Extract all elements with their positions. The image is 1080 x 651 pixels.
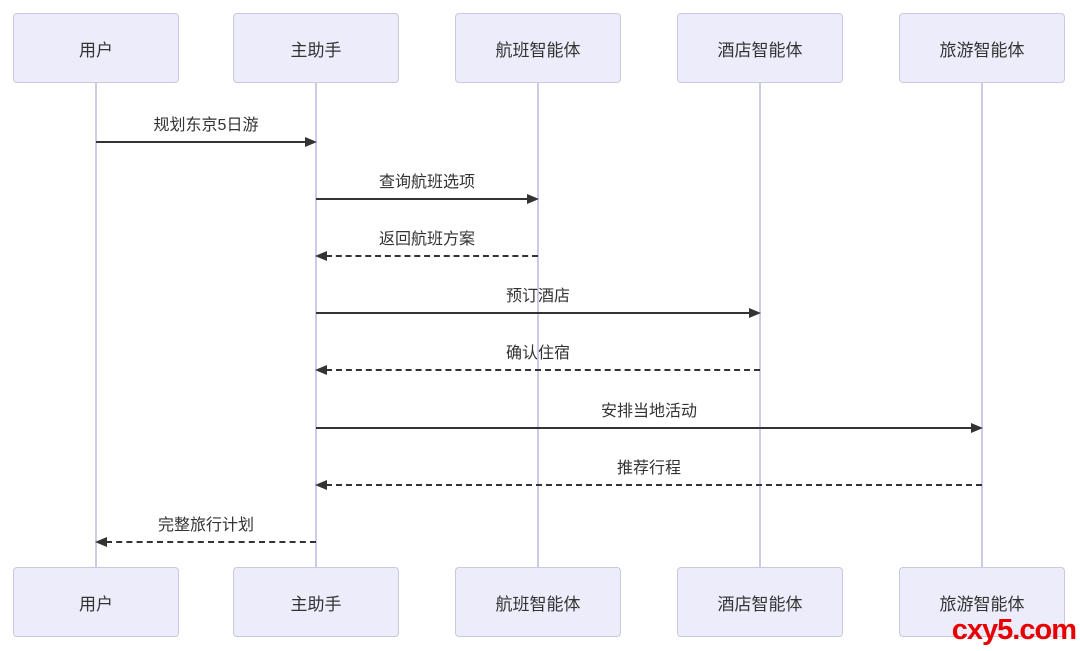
arrowhead-left-icon xyxy=(95,537,107,547)
actor-bottom-user: 用户 xyxy=(13,567,179,637)
message-label: 推荐行程 xyxy=(616,460,681,477)
arrowhead-left-icon xyxy=(315,480,327,490)
message-label: 预订酒店 xyxy=(505,288,570,305)
message-query-flight-options: 查询航班选项 xyxy=(316,170,539,204)
message-label: 安排当地活动 xyxy=(600,403,697,420)
actor-top-hotel-agent: 酒店智能体 xyxy=(677,13,843,83)
message-plan-tokyo-trip: 规划东京5日游 xyxy=(96,113,317,147)
message-line xyxy=(326,255,538,257)
message-line xyxy=(96,141,306,143)
arrowhead-right-icon xyxy=(305,137,317,147)
actor-bottom-flight-agent: 航班智能体 xyxy=(455,567,621,637)
lifeline-user xyxy=(95,83,97,567)
actor-bottom-hotel-agent: 酒店智能体 xyxy=(677,567,843,637)
message-return-flight-plans: 返回航班方案 xyxy=(315,227,538,261)
lifeline-main-assistant xyxy=(315,83,317,567)
message-label: 返回航班方案 xyxy=(378,231,475,248)
lifeline-travel-agent xyxy=(981,83,983,567)
actor-bottom-travel-agent: 旅游智能体 xyxy=(899,567,1065,637)
actor-top-user: 用户 xyxy=(13,13,179,83)
arrowhead-right-icon xyxy=(527,194,539,204)
watermark: cxy5.com xyxy=(951,614,1077,646)
message-line xyxy=(316,427,972,429)
message-confirm-accommodation: 确认住宿 xyxy=(315,341,760,375)
message-arrange-local-activities: 安排当地活动 xyxy=(316,399,983,433)
message-book-hotel: 预订酒店 xyxy=(316,284,761,318)
lifeline-flight-agent xyxy=(537,83,539,567)
actor-top-flight-agent: 航班智能体 xyxy=(455,13,621,83)
message-recommend-itinerary: 推荐行程 xyxy=(315,456,982,490)
message-line xyxy=(316,312,750,314)
message-label: 查询航班选项 xyxy=(378,174,475,191)
message-line xyxy=(326,369,760,371)
message-line xyxy=(326,484,982,486)
message-label: 规划东京5日游 xyxy=(153,117,259,134)
lifeline-hotel-agent xyxy=(759,83,761,567)
message-line xyxy=(106,541,316,543)
arrowhead-right-icon xyxy=(971,423,983,433)
message-label: 确认住宿 xyxy=(505,345,570,362)
actor-top-travel-agent: 旅游智能体 xyxy=(899,13,1065,83)
message-line xyxy=(316,198,528,200)
actor-bottom-main-assistant: 主助手 xyxy=(233,567,399,637)
message-label: 完整旅行计划 xyxy=(157,517,254,534)
message-complete-travel-plan: 完整旅行计划 xyxy=(95,513,316,547)
actor-top-main-assistant: 主助手 xyxy=(233,13,399,83)
arrowhead-left-icon xyxy=(315,365,327,375)
arrowhead-left-icon xyxy=(315,251,327,261)
arrowhead-right-icon xyxy=(749,308,761,318)
